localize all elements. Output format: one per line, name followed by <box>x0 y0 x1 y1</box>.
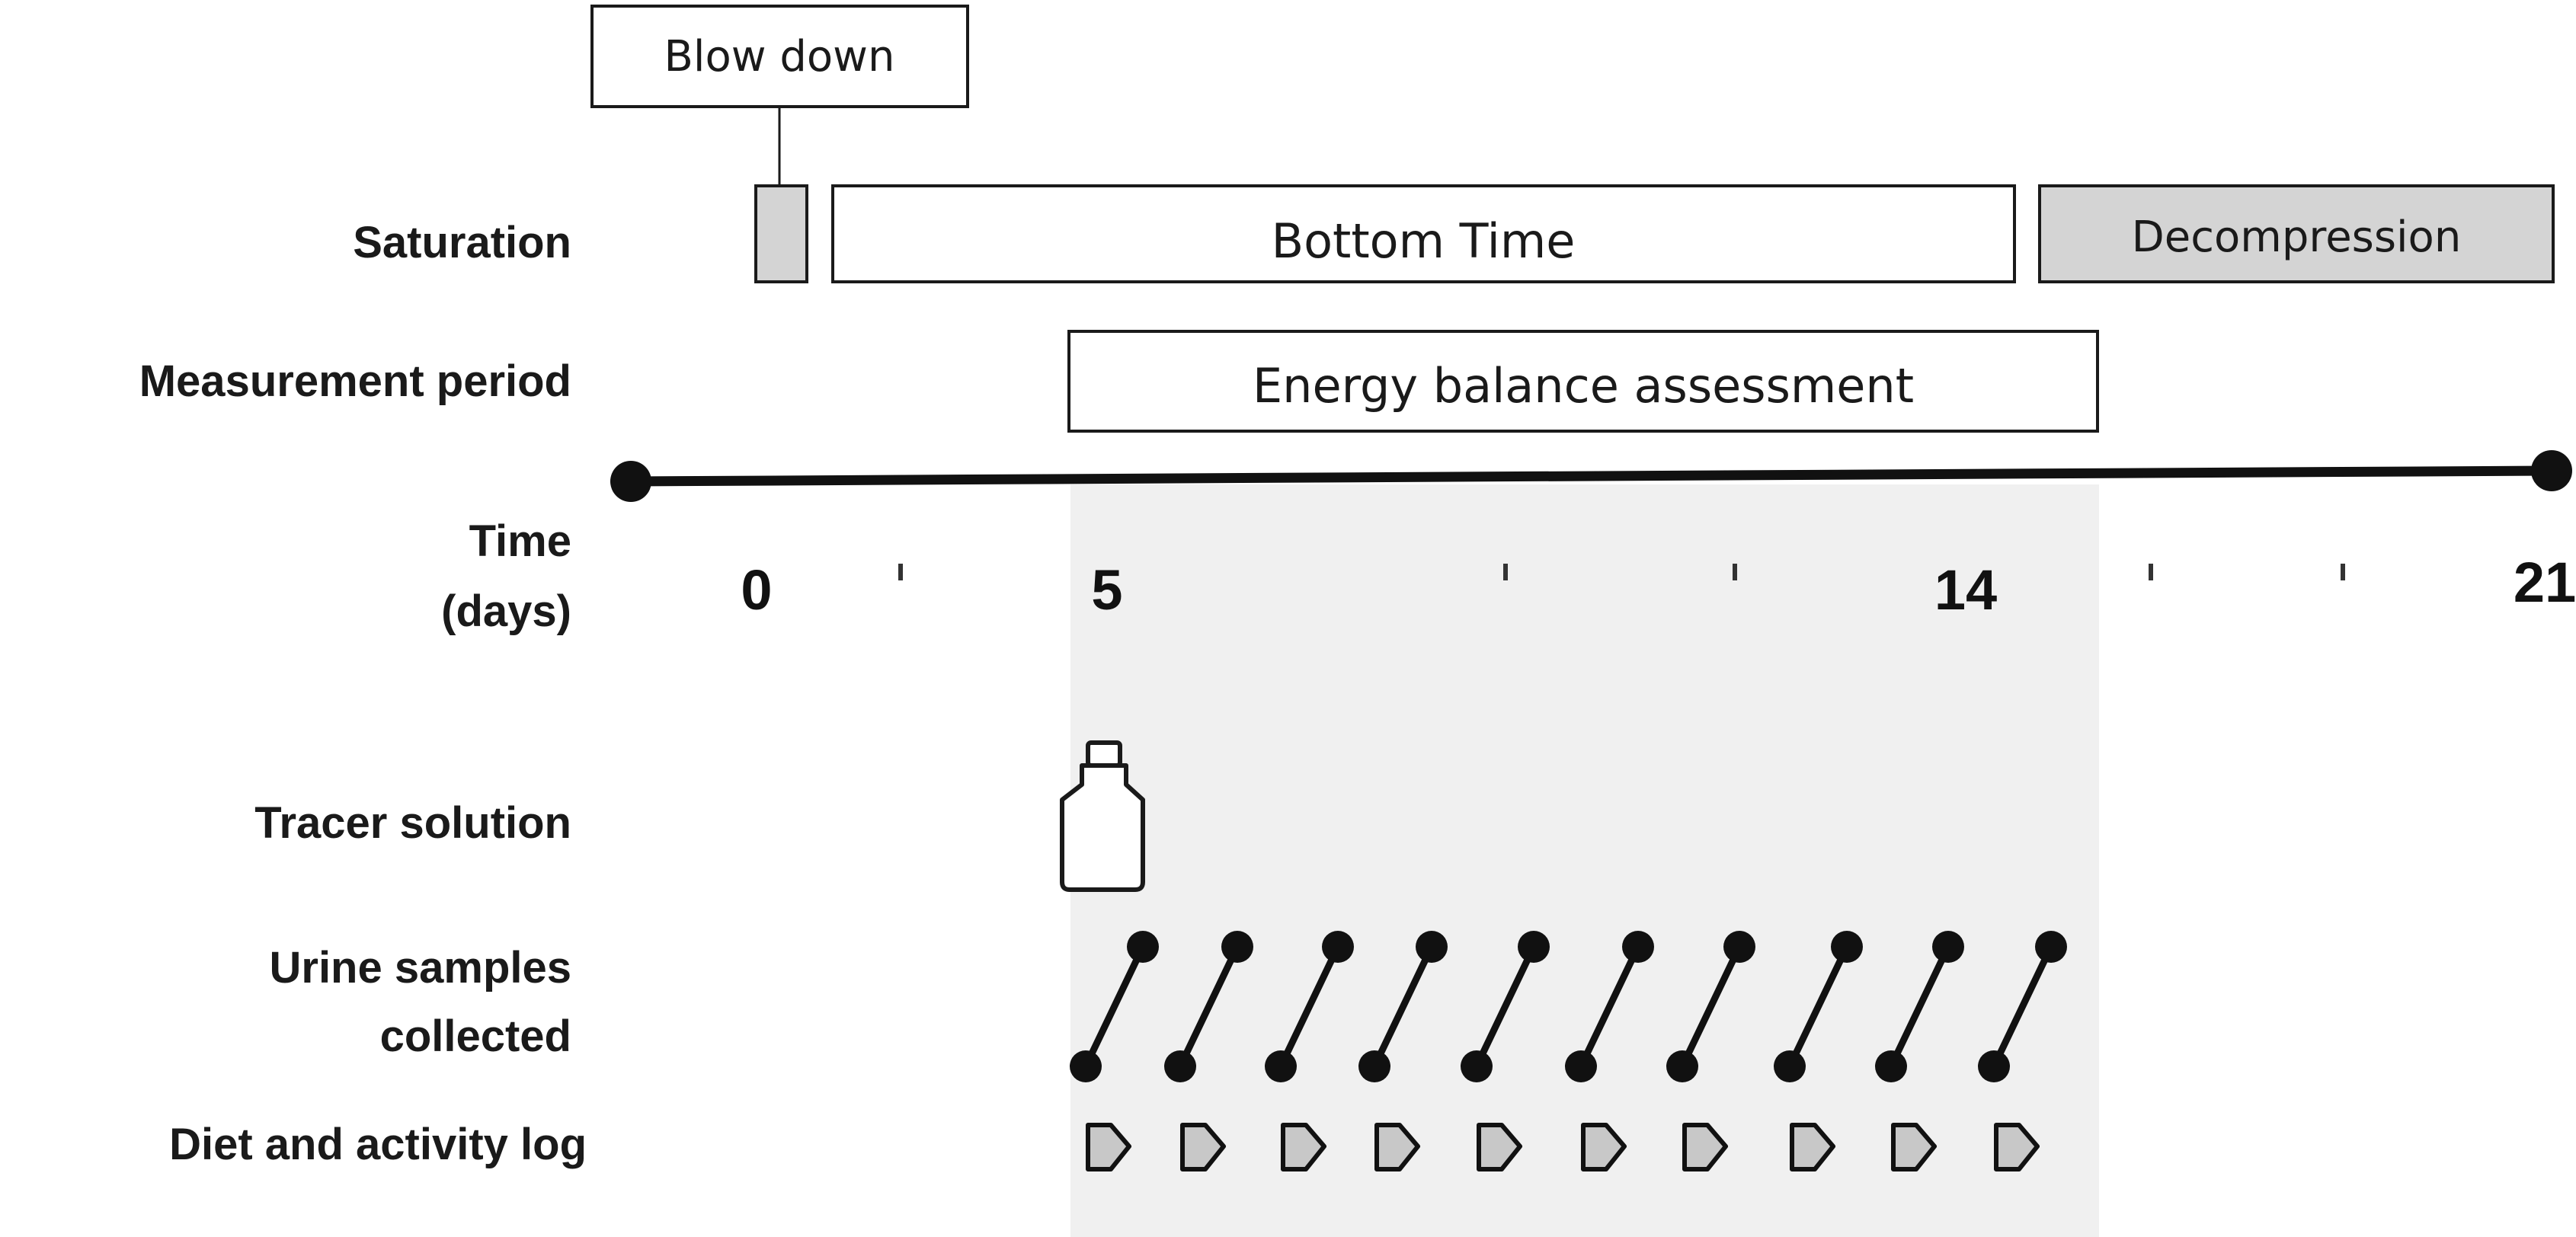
diet-log-markers <box>1086 1123 2040 1171</box>
tick-mark <box>898 564 903 580</box>
energy-balance-box <box>1067 330 2099 433</box>
diet-log-marker <box>1581 1123 1627 1171</box>
urine-sample-marker <box>1461 931 1550 1082</box>
urine-sample-marker <box>1070 931 1159 1082</box>
diet-log-label: Diet and activity log <box>169 1120 587 1169</box>
diet-log-marker <box>1477 1123 1522 1171</box>
time-label-line2: (days) <box>441 587 571 636</box>
saturation-label: Saturation <box>353 218 571 267</box>
decompression-box <box>2038 184 2555 283</box>
diet-log-marker <box>1281 1123 1326 1171</box>
time-label-line1: Time <box>469 516 571 566</box>
diet-log-marker <box>1374 1123 1420 1171</box>
diet-log-marker <box>1891 1123 1937 1171</box>
tick-mark <box>1733 564 1737 580</box>
tick-mark <box>2149 564 2153 580</box>
tick-label-21: 21 <box>2514 551 2576 614</box>
bottom-time-label: Bottom Time <box>1272 213 1576 269</box>
tick-label-14: 14 <box>1934 558 1997 622</box>
diet-log-marker <box>1180 1123 1226 1171</box>
urine-sample-marker <box>1875 931 1964 1082</box>
blow-down-box <box>590 5 969 108</box>
energy-balance-label: Energy balance assessment <box>1253 358 1914 414</box>
tick-label-5: 5 <box>1091 558 1122 622</box>
diet-log-marker <box>1682 1123 1728 1171</box>
urine-sample-marker <box>1565 931 1654 1082</box>
diet-log-marker <box>1994 1123 2040 1171</box>
diet-log-marker <box>1790 1123 1835 1171</box>
tick-label-0: 0 <box>741 558 772 622</box>
diet-log-marker <box>1086 1123 1131 1171</box>
tick-mark <box>1503 564 1508 580</box>
tracer-solution-label: Tracer solution <box>254 798 571 848</box>
urine-samples-label-line1: Urine samples <box>269 943 571 992</box>
urine-samples-markers <box>1070 931 2067 1082</box>
urine-samples-label-line2: collected <box>380 1012 571 1061</box>
blow-down-bar <box>754 184 808 283</box>
tick-mark <box>2341 564 2345 580</box>
urine-sample-marker <box>1164 931 1253 1082</box>
urine-sample-marker <box>1978 931 2067 1082</box>
timeline-axis <box>626 465 2557 487</box>
urine-sample-marker <box>1774 931 1863 1082</box>
measurement-period-label: Measurement period <box>139 356 571 406</box>
timeline-start-dot <box>610 461 651 502</box>
blow-down-label: Blow down <box>664 32 895 82</box>
timeline-end-dot <box>2531 450 2572 491</box>
urine-sample-marker <box>1358 931 1448 1082</box>
decompression-label: Decompression <box>2132 213 2462 262</box>
urine-sample-marker <box>1265 931 1354 1082</box>
bottom-time-box <box>831 184 2016 283</box>
urine-sample-marker <box>1666 931 1755 1082</box>
bottle-icon <box>1060 740 1145 892</box>
measurement-shaded-region <box>1070 484 2099 1237</box>
